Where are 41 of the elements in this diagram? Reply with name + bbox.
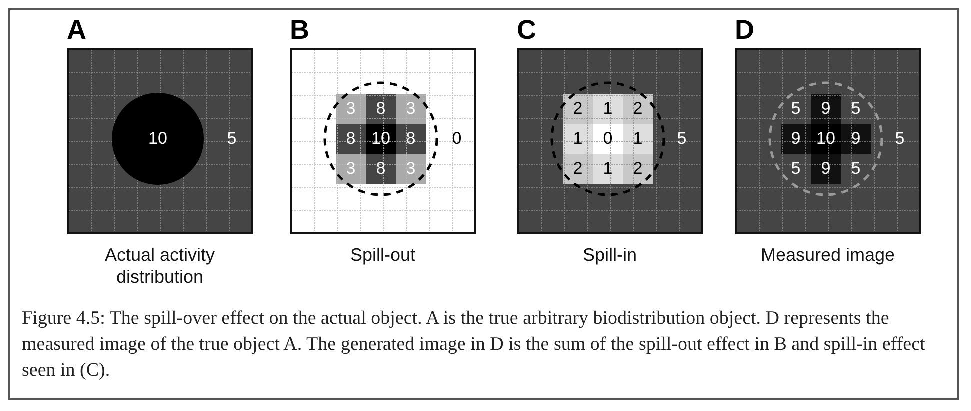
pixel-value: 5 bbox=[791, 100, 801, 118]
pixel-value: 9 bbox=[851, 130, 861, 148]
pixel-value: 5 bbox=[851, 160, 861, 178]
pixel-value: 8 bbox=[346, 130, 356, 148]
pixel-value: 3 bbox=[346, 160, 356, 178]
pixel-value: 3 bbox=[406, 100, 416, 118]
pixel-value: 1 bbox=[573, 130, 583, 148]
pixel-value: 8 bbox=[376, 160, 386, 178]
pixel-value: 3 bbox=[346, 100, 356, 118]
pixel-value: 0 bbox=[603, 130, 613, 148]
pixel-value: 8 bbox=[406, 130, 416, 148]
pixel-value: 2 bbox=[633, 160, 643, 178]
panel-letter: B bbox=[290, 16, 310, 44]
pixel-value: 5 bbox=[677, 130, 687, 148]
panel-caption: Spill-out bbox=[349, 244, 417, 266]
panel-caption: Actual activity distribution bbox=[104, 244, 216, 288]
pixel-value: 5 bbox=[227, 130, 237, 148]
pixel-value: 3 bbox=[406, 160, 416, 178]
pixel-value: 1 bbox=[633, 130, 643, 148]
panel-caption: Spill-in bbox=[582, 244, 638, 266]
panel-letter: C bbox=[517, 16, 536, 44]
pixel-value: 8 bbox=[376, 100, 386, 118]
pixel-value: 2 bbox=[573, 160, 583, 178]
pixel-value: 5 bbox=[895, 130, 905, 148]
pixel-value: 10 bbox=[816, 130, 836, 148]
pixel-value: 9 bbox=[821, 160, 831, 178]
pixel-value: 9 bbox=[821, 100, 831, 118]
panel-letter: A bbox=[67, 16, 86, 44]
pixel-value: 0 bbox=[452, 130, 462, 148]
pixel-value: 1 bbox=[603, 100, 613, 118]
pixel-value: 2 bbox=[573, 100, 583, 118]
pixel-value: 5 bbox=[791, 160, 801, 178]
pixel-value: 10 bbox=[148, 130, 168, 148]
panel-caption: Measured image bbox=[760, 244, 896, 266]
pixel-value: 10 bbox=[372, 130, 390, 148]
pixel-value: 5 bbox=[851, 100, 861, 118]
pixel-value: 2 bbox=[633, 100, 643, 118]
panel-letter: D bbox=[735, 16, 754, 44]
pixel-value: 1 bbox=[603, 160, 613, 178]
pixel-value: 9 bbox=[791, 130, 801, 148]
figure-caption: Figure 4.5: The spill-over effect on the actual object. A is the true arbitrary biodistribution object. D represents the measured image of the true object A. The generated image in D is the sum of the spill-out effect in B and spill-in effect seen in (C). bbox=[22, 307, 926, 383]
